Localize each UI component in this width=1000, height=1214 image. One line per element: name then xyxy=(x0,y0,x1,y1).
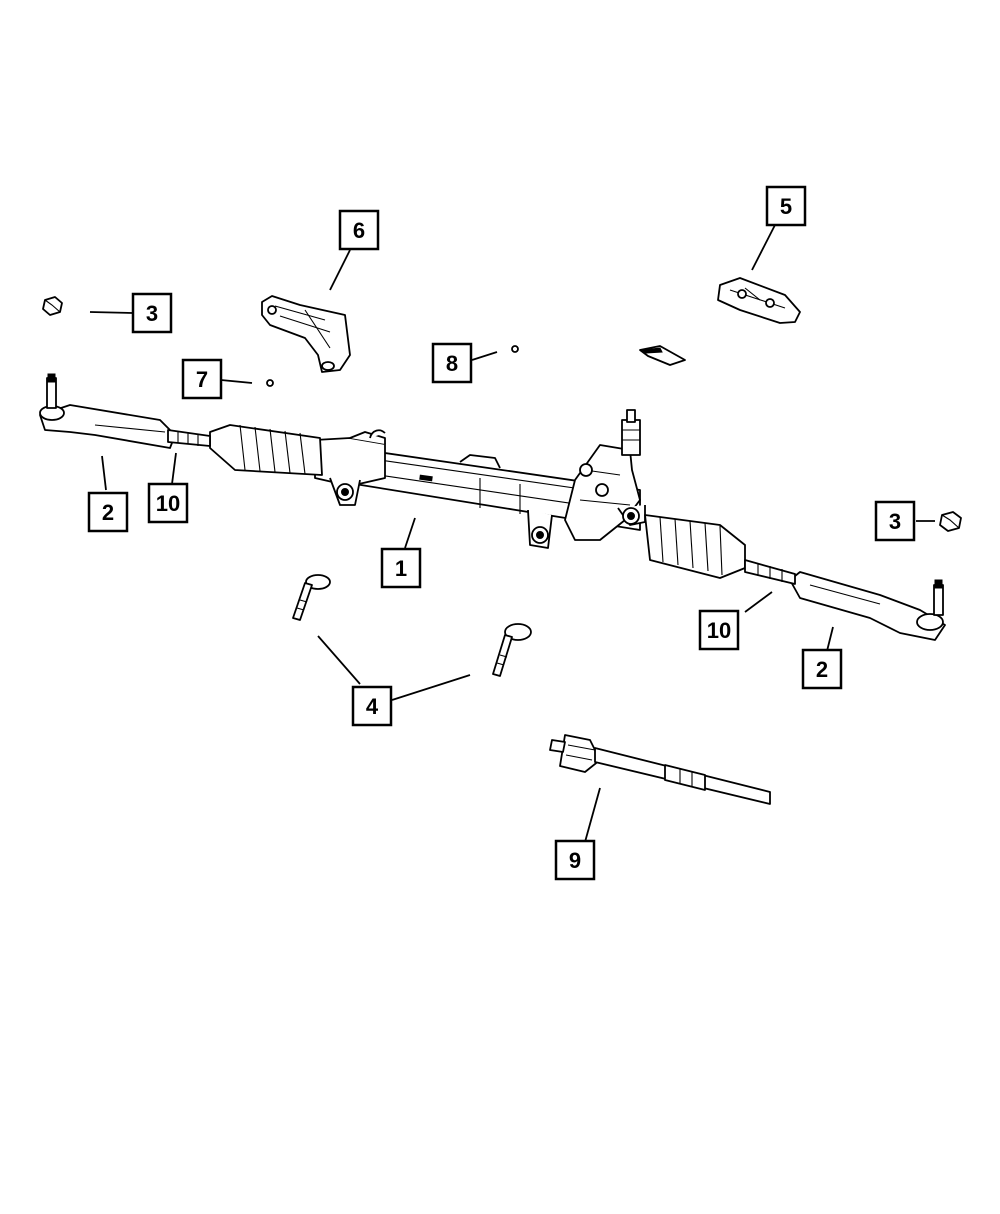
callout-2-left: 2 xyxy=(87,491,129,533)
svg-text:10: 10 xyxy=(156,491,180,516)
outer-tie-rod-end-left xyxy=(39,373,211,449)
callout-1: 1 xyxy=(380,547,422,589)
isolator xyxy=(639,345,686,366)
callout-9: 9 xyxy=(554,839,596,881)
svg-text:3: 3 xyxy=(146,301,158,326)
callout-4: 4 xyxy=(351,685,393,727)
leader-lines xyxy=(89,224,935,843)
callout-10-right: 10 xyxy=(698,609,740,651)
svg-text:10: 10 xyxy=(707,618,731,643)
callout-8: 8 xyxy=(431,342,473,384)
small-nut-8 xyxy=(511,345,519,353)
mounting-bolt-right xyxy=(492,623,532,677)
steering-rack-assembly xyxy=(209,409,746,579)
outer-tie-rod-end-right xyxy=(744,559,946,641)
svg-text:7: 7 xyxy=(196,367,208,392)
svg-text:2: 2 xyxy=(102,500,114,525)
inner-tie-rod xyxy=(549,734,771,805)
svg-text:1: 1 xyxy=(395,556,407,581)
svg-text:2: 2 xyxy=(816,657,828,682)
callout-6: 6 xyxy=(338,209,380,251)
svg-text:3: 3 xyxy=(889,509,901,534)
mounting-bracket-left xyxy=(261,295,351,373)
svg-text:4: 4 xyxy=(366,694,379,719)
svg-text:5: 5 xyxy=(780,194,792,219)
callout-5: 5 xyxy=(765,185,807,227)
mounting-bolt-left xyxy=(292,574,331,621)
svg-text:9: 9 xyxy=(569,848,581,873)
callout-3-left: 3 xyxy=(131,292,173,334)
callout-2-right: 2 xyxy=(801,648,843,690)
small-nut-7 xyxy=(266,379,274,387)
tie-rod-nut-right xyxy=(939,511,962,532)
svg-text:6: 6 xyxy=(353,218,365,243)
callout-10-left: 10 xyxy=(147,482,189,524)
tie-rod-nut-left xyxy=(42,296,63,316)
callout-7: 7 xyxy=(181,358,223,400)
mounting-clamp-right xyxy=(717,277,801,324)
svg-text:8: 8 xyxy=(446,351,458,376)
callout-3-right: 3 xyxy=(874,500,916,542)
